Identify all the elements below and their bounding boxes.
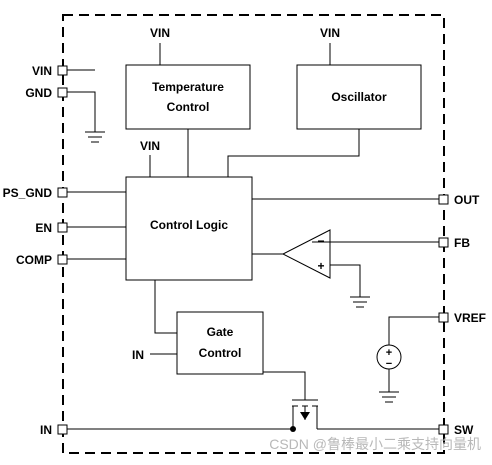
pin-ps-gnd (57, 187, 68, 198)
pin-gnd-label: GND (25, 86, 52, 100)
control-logic-label: Control Logic (150, 218, 228, 232)
source-minus-label: − (386, 358, 392, 370)
ground-symbol-gnd (85, 131, 105, 143)
pin-in (57, 424, 68, 435)
oscillator-label: Oscillator (331, 90, 387, 104)
vin-label-temperature: VIN (150, 26, 170, 40)
pin-sw-label: SW (454, 423, 474, 437)
oscillator-block (296, 64, 422, 130)
pin-ps-gnd-label: PS_GND (3, 186, 53, 200)
pin-in-label: IN (40, 423, 52, 437)
pin-gnd (57, 87, 68, 98)
pin-out (438, 194, 449, 205)
watermark-text: CSDN @鲁棒最小二乘支持向量机 (269, 436, 481, 452)
gate-control-label-2: Control (199, 346, 242, 360)
gate-control-block (176, 311, 264, 375)
pin-vin-label: VIN (32, 64, 52, 78)
control-logic-block (125, 176, 253, 281)
gate-control-label-1: Gate (207, 325, 234, 339)
power-mosfet-icon (263, 371, 318, 432)
ground-symbol-vref (379, 391, 399, 403)
chip-boundary (62, 14, 445, 454)
ground-symbol-opamp (350, 296, 370, 308)
pin-vref-label: VREF (454, 311, 486, 325)
pin-en (57, 222, 68, 233)
gate-in-label: IN (132, 348, 144, 362)
pin-en-label: EN (35, 221, 52, 235)
opamp-minus-label: − (317, 234, 324, 248)
pin-vref (438, 312, 449, 323)
temperature-control-block (125, 64, 251, 130)
pin-sw (438, 424, 449, 435)
vin-label-logic: VIN (140, 139, 160, 153)
pin-fb-label: FB (454, 236, 470, 250)
pin-fb (438, 237, 449, 248)
opamp-plus-label: + (317, 259, 324, 273)
temperature-control-label-2: Control (167, 100, 210, 114)
pin-out-label: OUT (454, 193, 480, 207)
pin-comp-label: COMP (16, 253, 52, 267)
pin-vin (57, 65, 68, 76)
vin-label-oscillator: VIN (320, 26, 340, 40)
source-plus-label: + (386, 347, 392, 359)
temperature-control-label-1: Temperature (152, 80, 224, 94)
pin-comp (57, 254, 68, 265)
